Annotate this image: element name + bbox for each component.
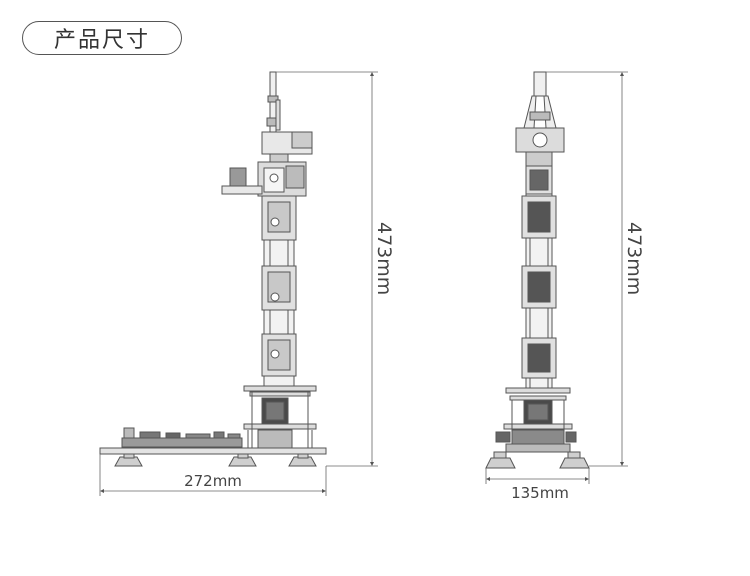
front-view [485, 71, 590, 469]
side-suction-cups [114, 453, 317, 467]
side-arm-column [261, 195, 297, 387]
side-control-board [121, 427, 243, 448]
front-suction-cups [485, 451, 590, 469]
section-title: 产品尺寸 [22, 21, 182, 55]
side-gripper [266, 71, 281, 133]
side-wrist-head [221, 131, 313, 197]
side-height-label: 473mm [373, 222, 395, 295]
front-height-dimension [546, 71, 628, 467]
front-width-label: 135mm [511, 484, 569, 502]
front-base-tower [495, 387, 577, 453]
front-arm-column [521, 165, 557, 389]
side-height-dimension [276, 71, 378, 467]
side-view [99, 71, 327, 467]
side-base-tower [243, 385, 317, 449]
front-gripper [515, 71, 565, 167]
side-width-label: 272mm [184, 472, 242, 490]
side-width-dimension [99, 454, 327, 496]
side-base-plate [99, 447, 327, 455]
front-height-label: 473mm [623, 222, 645, 295]
front-width-dimension [485, 468, 590, 484]
